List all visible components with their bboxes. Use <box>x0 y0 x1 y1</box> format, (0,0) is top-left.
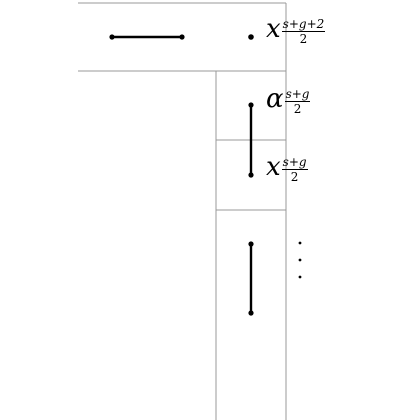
horizontal-segment <box>109 34 185 40</box>
label-alpha-denominator: 2 <box>293 102 302 116</box>
vertical-segment-upper <box>248 102 254 178</box>
single-dot <box>248 34 254 40</box>
label-x-top-symbol: x <box>266 14 281 44</box>
label-alpha-symbol: α <box>266 84 284 114</box>
vertical-segment-lower <box>248 241 254 316</box>
vertical-ellipsis-icon <box>298 241 302 279</box>
label-x-top-denominator: 2 <box>299 32 308 46</box>
label-x-middle-symbol: x <box>266 152 281 182</box>
label-x-top-numerator: s+g+2 <box>281 17 326 32</box>
label-x-middle-denominator: 2 <box>290 170 299 184</box>
label-x-middle-numerator: s+g <box>281 155 308 170</box>
label-alpha-numerator: s+g <box>284 87 311 102</box>
